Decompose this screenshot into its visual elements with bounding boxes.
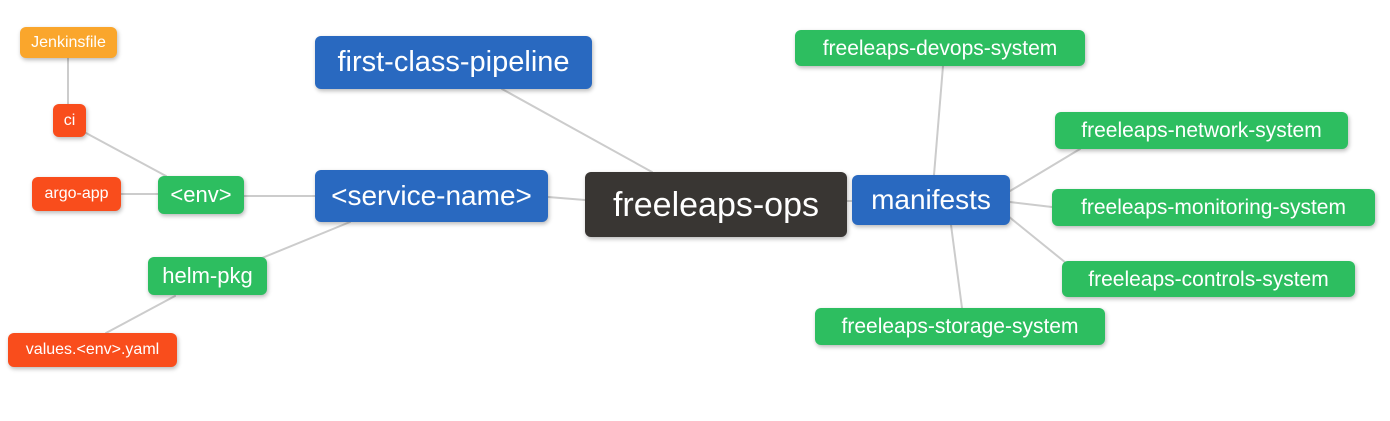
node-jenkinsfile[interactable]: Jenkinsfile [20, 27, 117, 58]
node-manifests[interactable]: manifests [852, 175, 1010, 225]
edge-ci-env [85, 132, 167, 177]
edge-manifests-devops [933, 65, 944, 176]
node-label: <service-name> [331, 180, 532, 211]
node-label: freeleaps-devops-system [822, 36, 1058, 60]
node-label: manifests [871, 184, 991, 215]
node-argo-app[interactable]: argo-app [32, 177, 121, 211]
node-label: helm-pkg [162, 263, 253, 288]
node-freeleaps-devops-system[interactable]: freeleaps-devops-system [795, 30, 1085, 66]
node-ci[interactable]: ci [53, 104, 86, 137]
node-label: freeleaps-ops [612, 185, 819, 224]
node-env[interactable]: <env> [158, 176, 244, 214]
edge-manifests-network [1009, 148, 1081, 192]
node-label: <env> [170, 182, 232, 207]
edge-manifests-monitoring [1009, 201, 1053, 208]
node-label: freeleaps-network-system [1081, 119, 1322, 142]
node-freeleaps-ops[interactable]: freeleaps-ops [585, 172, 847, 237]
edge-helmpkg-values [105, 295, 176, 334]
node-first-class-pipeline[interactable]: first-class-pipeline [315, 36, 592, 89]
node-helm-pkg[interactable]: helm-pkg [148, 257, 267, 295]
node-label: freeleaps-controls-system [1088, 267, 1329, 291]
node-values-env-yaml[interactable]: values.<env>.yaml [8, 333, 177, 367]
node-freeleaps-controls-system[interactable]: freeleaps-controls-system [1062, 261, 1355, 297]
node-label: freeleaps-storage-system [841, 315, 1079, 338]
edge-manifests-storage [950, 224, 963, 309]
node-label: values.<env>.yaml [25, 341, 160, 358]
node-freeleaps-monitoring-system[interactable]: freeleaps-monitoring-system [1052, 189, 1375, 226]
node-label: freeleaps-monitoring-system [1081, 196, 1346, 219]
node-label: first-class-pipeline [337, 46, 570, 78]
edge-service-root [547, 196, 586, 201]
node-label: ci [63, 111, 76, 129]
node-label: argo-app [44, 185, 109, 202]
node-label: Jenkinsfile [31, 33, 106, 51]
edge-pipeline-root [501, 88, 653, 173]
node-freeleaps-storage-system[interactable]: freeleaps-storage-system [815, 308, 1105, 345]
edge-service-helmpkg [261, 221, 351, 259]
node-service-name[interactable]: <service-name> [315, 170, 548, 222]
edge-manifests-controls [1007, 215, 1067, 264]
node-freeleaps-network-system[interactable]: freeleaps-network-system [1055, 112, 1348, 149]
